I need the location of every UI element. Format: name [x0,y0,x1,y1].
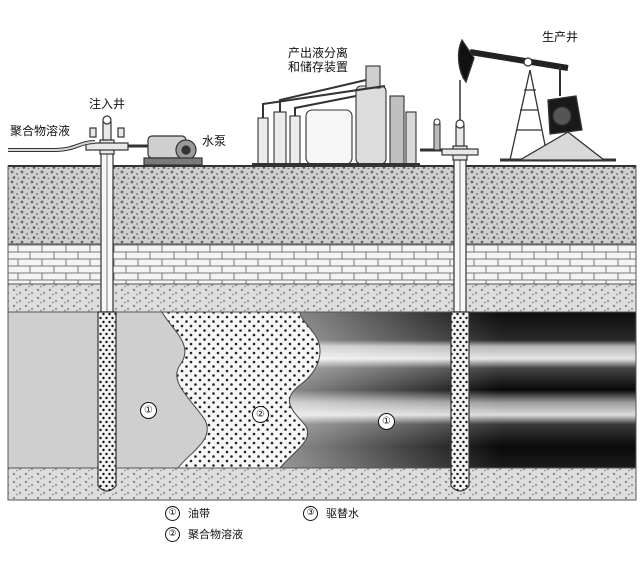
polymer-solution-zone [161,311,321,469]
polymer-feed-pipe [8,140,96,152]
production-wellhead [441,80,479,161]
legend-text: 聚合物溶液 [188,528,243,541]
zone-marker-polymer: ① [140,402,157,419]
legend-text: 油带 [188,507,210,520]
legend-item-oil-band: ① 油带 [165,505,210,521]
zone-marker-oil: ① [378,413,395,430]
injection-wellbore [97,311,117,492]
separation-facility-label: 产出液分离 和储存装置 [288,46,349,74]
legend-text: 驱替水 [326,507,359,520]
legend-number: ② [165,526,180,542]
separation-storage-facility [252,65,452,165]
production-wellbore [450,311,470,492]
legend-number: ③ [303,505,318,521]
pumpjack [457,38,616,162]
zone-marker-oil-bank: ② [252,406,269,423]
injection-wellhead [85,115,129,155]
legend-number: ① [165,505,180,521]
water-pump-label: 水泵 [202,134,227,148]
water-pump [128,135,203,166]
legend-item-displacing-water: ③ 驱替水 [303,505,359,521]
polymer-solution-label: 聚合物溶液 [10,124,71,138]
injection-well-label: 注入井 [89,97,126,111]
legend-item-polymer-solution: ② 聚合物溶液 [165,526,243,542]
production-well-label: 生产井 [542,30,579,44]
